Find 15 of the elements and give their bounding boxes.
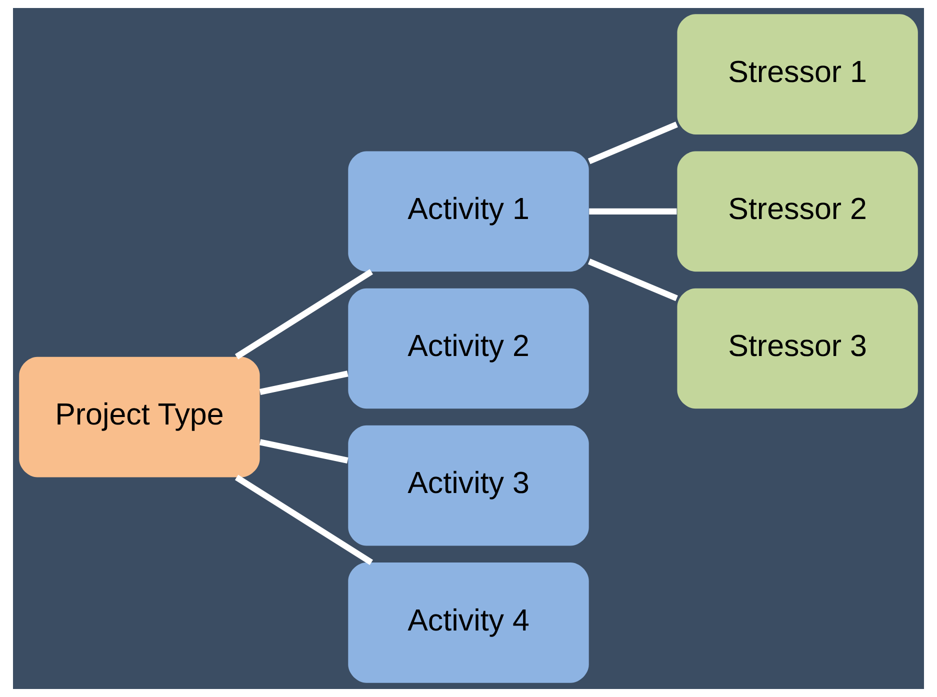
connector	[234, 474, 373, 565]
node-box: Activity 3	[348, 425, 589, 546]
connector	[589, 208, 677, 214]
connector	[234, 269, 373, 360]
node-box: Activity 2	[348, 288, 589, 409]
connector	[259, 370, 348, 395]
node-box: Stressor 1	[677, 14, 918, 134]
connector	[588, 122, 678, 164]
node-box: Stressor 2	[677, 151, 918, 272]
node-box: Activity 1	[348, 151, 589, 272]
node-box: Stressor 3	[677, 288, 918, 409]
node-box: Project Type	[19, 356, 260, 478]
node-box: Activity 4	[348, 562, 589, 683]
connector	[259, 439, 348, 464]
connector	[588, 258, 678, 302]
